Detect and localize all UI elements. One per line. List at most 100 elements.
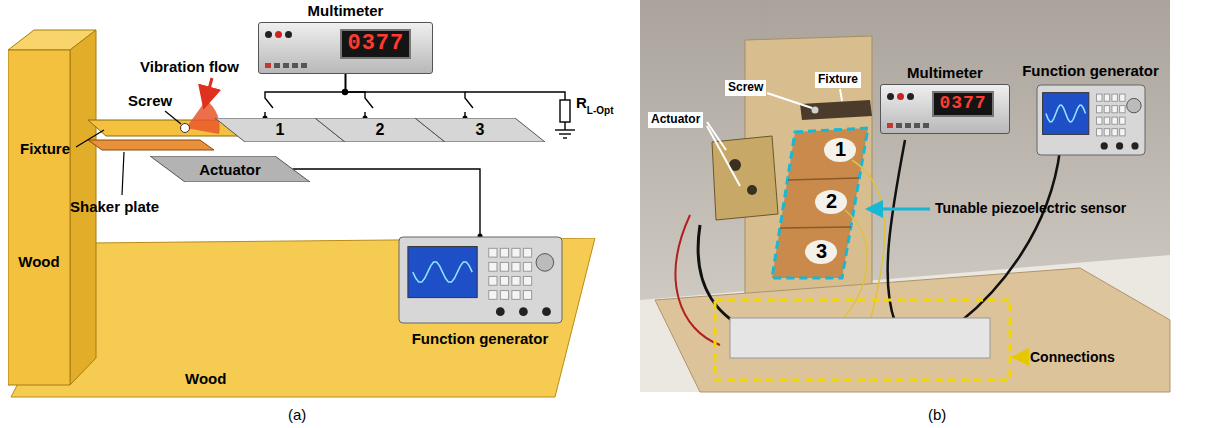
output-port xyxy=(519,307,528,316)
meter-button xyxy=(274,63,280,68)
label-row: Multimeter xyxy=(258,2,433,20)
material-label: Wood xyxy=(185,370,226,387)
part-label: Vibration flow xyxy=(140,58,239,75)
keypad-key xyxy=(1104,106,1110,113)
label-row: Function generator xyxy=(395,330,565,348)
callout-number: 1 xyxy=(835,138,846,161)
plate-shape: 3 xyxy=(415,118,545,142)
meter-terminal xyxy=(907,93,914,100)
keypad-key xyxy=(523,248,531,257)
keypad-key xyxy=(511,276,519,285)
block-front xyxy=(8,50,70,385)
function-generator-body xyxy=(398,236,563,324)
keypad-key xyxy=(511,248,519,257)
leader-lines xyxy=(165,111,181,124)
waveform xyxy=(1045,105,1085,121)
keypad-key xyxy=(1111,117,1117,124)
lab-photo xyxy=(812,107,819,114)
lab-photo xyxy=(676,215,720,345)
base-face xyxy=(11,238,595,397)
keypad-key xyxy=(1096,117,1102,124)
keypad-key xyxy=(1111,129,1117,136)
function-generator-body xyxy=(1036,84,1146,156)
display-reading: 0377 xyxy=(939,93,986,113)
plate-label: 3 xyxy=(476,122,485,138)
plate-label: 1 xyxy=(276,122,285,138)
meter-button xyxy=(887,123,893,128)
keypad-key xyxy=(1119,129,1125,136)
lab-photo xyxy=(815,190,847,214)
fixture-assembly xyxy=(205,78,212,104)
lab-photo xyxy=(805,240,837,264)
keypad-key xyxy=(500,291,508,300)
wire xyxy=(293,169,481,236)
device-label: Function generator xyxy=(412,330,549,348)
lab-photo xyxy=(712,136,778,220)
part-label: Connections xyxy=(1030,349,1115,365)
output-port xyxy=(1116,142,1123,149)
fixture-assembly xyxy=(88,140,214,150)
callout-number: 2 xyxy=(826,190,837,213)
lab-photo xyxy=(800,100,872,120)
output-port xyxy=(495,307,504,316)
keypad-key xyxy=(511,262,519,271)
keypad-key xyxy=(1096,94,1102,101)
multimeter-device: Multimeter 0377 xyxy=(880,64,1010,134)
plate-face xyxy=(150,156,310,182)
leader-lines xyxy=(122,152,124,195)
device-screen xyxy=(1042,93,1088,135)
plate-label: 2 xyxy=(376,122,385,138)
load-circuit xyxy=(555,129,575,130)
keypad-key xyxy=(1104,129,1110,136)
load-circuit xyxy=(560,100,570,122)
keypad-key xyxy=(488,291,496,300)
load-circuit xyxy=(564,122,565,130)
lab-photo xyxy=(640,0,1170,392)
part-label: L-Opt xyxy=(587,105,614,117)
waveform xyxy=(412,262,471,282)
meter-terminal xyxy=(265,31,272,38)
photo-leaders xyxy=(1014,356,1026,359)
multimeter-device: Multimeter 0377 xyxy=(258,2,433,74)
photo-leaders xyxy=(707,126,740,186)
part-label: Shaker plate xyxy=(70,198,159,215)
keypad-key xyxy=(1104,117,1110,124)
meter-button xyxy=(265,63,271,68)
multimeter-body: 0377 xyxy=(258,22,433,74)
keypad-key xyxy=(511,291,519,300)
keypad-key xyxy=(523,262,531,271)
meter-button xyxy=(301,63,307,68)
knob xyxy=(536,254,554,272)
keypad-key xyxy=(1111,94,1117,101)
keypad-key xyxy=(488,248,496,257)
wire xyxy=(346,74,374,118)
multimeter-display: 0377 xyxy=(340,29,411,59)
plate-face xyxy=(415,118,545,142)
meter-terminal xyxy=(285,31,292,38)
keypad-key xyxy=(488,276,496,285)
lab-photo xyxy=(640,0,1170,392)
keypad-key xyxy=(1119,106,1125,113)
fixture-assembly xyxy=(88,78,246,150)
plate-shape: Actuator xyxy=(150,156,310,182)
function-generator-device: Function generator xyxy=(395,236,565,348)
meter-button xyxy=(905,123,911,128)
photo-leaders xyxy=(707,122,726,150)
display-reading: 0377 xyxy=(347,31,404,56)
part-label: Fixture xyxy=(20,140,70,157)
load-circuit xyxy=(563,137,567,138)
callout-number: 3 xyxy=(816,240,827,263)
load-circuit xyxy=(559,133,571,134)
device-case xyxy=(399,237,562,323)
keypad-key xyxy=(500,276,508,285)
meter-button xyxy=(292,63,298,68)
meter-button xyxy=(896,123,902,128)
keypad-key xyxy=(1096,129,1102,136)
material-label: Wood xyxy=(8,253,70,270)
output-port xyxy=(1100,142,1107,149)
keypad-key xyxy=(1104,94,1110,101)
wire xyxy=(346,74,474,118)
part-label: Tunable piezoelectric sensor xyxy=(935,200,1126,216)
device-case xyxy=(1037,85,1145,155)
label-row: Multimeter xyxy=(880,64,1010,82)
